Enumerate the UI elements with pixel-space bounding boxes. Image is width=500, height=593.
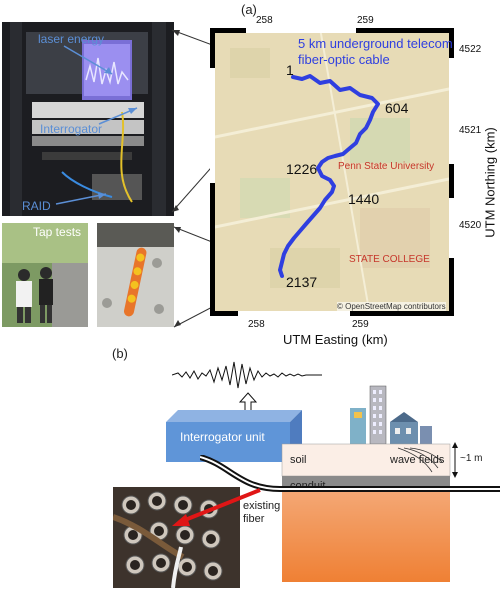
- y-tick-4521: 4521: [459, 125, 482, 136]
- x-tick-top-259: 259: [357, 15, 374, 26]
- x-tick-top-258: 258: [256, 15, 273, 26]
- map-attribution: © OpenStreetMap contributors: [337, 302, 446, 311]
- server-rack-photo: [2, 22, 174, 216]
- interrogator-arrow: [98, 107, 138, 125]
- y-tick-4522: 4522: [459, 44, 482, 55]
- existing-fiber-label-2: fiber: [243, 513, 265, 525]
- x-tick-bottom-259: 259: [352, 319, 369, 330]
- channel-label-1: 1: [286, 62, 294, 78]
- fiber-cable-path: [278, 74, 380, 278]
- channel-label-2137: 2137: [286, 274, 318, 290]
- panel-b-label: (b): [112, 346, 128, 361]
- map-title-line1: 5 km underground telecom: [298, 36, 453, 51]
- interrogator-box: [166, 410, 302, 462]
- wave-fields-label: wave fields: [390, 454, 445, 466]
- channel-label-1440: 1440: [348, 191, 380, 207]
- red-pointer-arrow: [172, 488, 261, 526]
- cable-map: [210, 28, 454, 316]
- panel-a-label: (a): [241, 2, 257, 17]
- ground-cross-section: [281, 385, 458, 582]
- existing-fiber-label-1: existing: [243, 500, 281, 512]
- channel-label-1226: 1226: [286, 161, 318, 177]
- place-penn-state: Penn State University: [338, 161, 435, 172]
- soil-label: soil: [290, 454, 307, 466]
- rack-drawing: [2, 22, 174, 216]
- map-title-line2: fiber-optic cable: [298, 52, 390, 67]
- x-axis-title: UTM Easting (km): [283, 332, 388, 347]
- fiber-cable-lines: [200, 455, 500, 492]
- laser-energy-arrow: [63, 45, 113, 75]
- channel-label-604: 604: [385, 100, 409, 116]
- raid-arrow: [55, 193, 107, 205]
- fiber-closeup-drawing: [97, 223, 174, 327]
- tap-tests-label: Tap tests: [33, 225, 82, 239]
- place-state-college: STATE COLLEGE: [349, 254, 430, 265]
- people-drawing: [2, 223, 88, 327]
- y-axis-title: UTM Northing (km): [482, 127, 498, 238]
- raid-label: RAID: [22, 199, 51, 213]
- tap-test-photo-fiber: [97, 223, 174, 327]
- depth-label: ~1 m: [460, 453, 483, 464]
- interrogator-label: Interrogator: [40, 122, 103, 136]
- interrogator-unit-label: Interrogator unit: [180, 430, 265, 444]
- y-tick-4520: 4520: [459, 220, 482, 231]
- tap-test-photo-people: [2, 223, 88, 327]
- x-tick-bottom-258: 258: [248, 319, 265, 330]
- seismic-waveform: [172, 361, 322, 389]
- laser-energy-label: laser energy: [38, 32, 105, 46]
